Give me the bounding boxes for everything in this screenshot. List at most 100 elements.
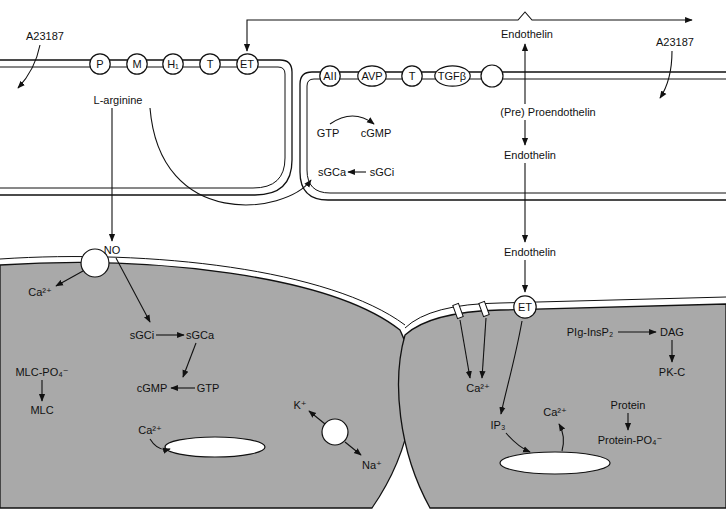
pathway-arrows xyxy=(18,12,692,455)
label-text: GTP xyxy=(317,127,340,140)
receptor-circle: H₁ xyxy=(162,53,184,75)
label-text: (Pre) Proendothelin xyxy=(500,106,595,119)
illustration-path xyxy=(309,411,325,424)
illustration-path xyxy=(171,387,195,388)
receptor-outline-shape xyxy=(90,54,110,74)
receptor-outline-shape xyxy=(236,54,257,74)
illustration-path xyxy=(18,45,40,88)
illustration-path xyxy=(247,12,692,51)
illustration-path xyxy=(56,271,83,286)
label-text: K⁺ xyxy=(293,399,306,412)
label-text: Ca²⁺ xyxy=(28,286,52,299)
cell-membrane xyxy=(307,79,726,193)
endothelial-cell xyxy=(0,60,292,195)
label-text: Ca²⁺ xyxy=(466,382,490,395)
label-text: NO xyxy=(104,244,121,257)
label-text: A23187 xyxy=(26,30,64,43)
cell-membrane xyxy=(405,297,726,328)
illustration-path xyxy=(482,318,486,378)
sarcoplasmic-reticulum xyxy=(500,452,610,474)
label-text: sGCi xyxy=(370,166,394,179)
illustration-path xyxy=(345,442,361,455)
receptor-label: T xyxy=(207,58,214,70)
label-text: PK-C xyxy=(659,366,685,379)
calcium-channel xyxy=(453,303,463,318)
illustration-path xyxy=(150,108,311,205)
receptor-circle: P xyxy=(89,53,111,75)
receptor-label: ET xyxy=(518,301,532,313)
receptor-label: TGFβ xyxy=(438,70,466,82)
receptor-outline-shape xyxy=(200,54,220,74)
label-text: Na⁺ xyxy=(362,459,382,472)
receptor-circle: ET xyxy=(236,53,259,75)
receptor-circle: AVP xyxy=(357,65,387,87)
label-text: Ca²⁺ xyxy=(543,406,567,419)
receptor-circle: AII xyxy=(319,65,341,87)
label-text: sGCa xyxy=(318,166,346,179)
receptor-label: AII xyxy=(323,70,336,82)
empty-receptor xyxy=(481,65,503,87)
illustration-path xyxy=(559,424,563,451)
illustration-path xyxy=(524,120,525,145)
illustration-path xyxy=(111,108,112,241)
label-text: Endothelin xyxy=(504,149,556,162)
label-text: GTP xyxy=(197,382,220,395)
label-text: sGCi xyxy=(130,329,154,342)
illustration-path xyxy=(460,320,470,378)
ion-pump xyxy=(322,419,348,445)
receptor-outline-shape xyxy=(402,66,422,86)
illustration-path xyxy=(524,163,525,242)
label-text: IP₃ xyxy=(491,419,506,432)
label-text: PIg-InsP₂ xyxy=(567,326,613,339)
smooth-muscle-cell xyxy=(399,304,726,508)
receptor-circle: T xyxy=(199,53,221,75)
label-text: Ca²⁺ xyxy=(138,424,162,437)
illustration-path xyxy=(330,116,374,124)
illustration-path xyxy=(156,334,184,335)
illustration-path xyxy=(183,343,196,377)
illustration-path xyxy=(660,51,672,98)
illustration-path xyxy=(41,380,42,401)
receptor-circle: TGFβ xyxy=(434,65,471,87)
label-text: Protein-PO₄⁻ xyxy=(598,434,663,447)
illustration-path xyxy=(627,413,628,430)
illustration-path xyxy=(150,439,170,450)
receptor-label: H₁ xyxy=(167,58,179,70)
label-text: cGMP xyxy=(361,127,392,140)
illustration-path xyxy=(524,44,525,104)
endothelial-cell xyxy=(300,72,726,200)
illustration-path xyxy=(501,321,522,414)
label-text: MLC-PO₄⁻ xyxy=(15,366,68,379)
label-text: DAG xyxy=(660,326,684,339)
receptor-outline-shape xyxy=(514,296,536,318)
receptor-outline-shape xyxy=(163,54,183,74)
receptor-outline-shape xyxy=(127,54,147,74)
receptor-outline-shape xyxy=(434,66,469,86)
receptor-label: P xyxy=(96,58,103,70)
illustration-path xyxy=(348,171,366,172)
receptor-label: AVP xyxy=(361,70,382,82)
label-text: Protein xyxy=(611,399,646,412)
illustration-path xyxy=(618,331,656,332)
label-text: A23187 xyxy=(656,36,694,49)
receptor-circle: T xyxy=(401,65,423,87)
receptor-label: M xyxy=(132,58,141,70)
illustration-path xyxy=(116,258,150,322)
label-text: MLC xyxy=(30,404,53,417)
receptor-outline-shape xyxy=(320,66,340,86)
receptor-label: T xyxy=(409,70,416,82)
label-text: L-arginine xyxy=(94,94,143,107)
smooth-muscle-cell xyxy=(0,263,413,508)
calcium-channel xyxy=(479,301,489,316)
cell-membrane xyxy=(0,67,285,188)
label-text: Endothelin xyxy=(504,246,556,259)
receptor-circle: M xyxy=(126,53,148,75)
receptor-circle: ET xyxy=(513,295,537,319)
label-text: cGMP xyxy=(137,382,168,395)
receptor-label: ET xyxy=(240,58,254,70)
illustration-path xyxy=(671,340,672,362)
label-text: Endothelin xyxy=(501,28,553,41)
illustration-path xyxy=(524,260,525,292)
sarcoplasmic-reticulum xyxy=(165,437,265,457)
label-text: sGCa xyxy=(186,329,214,342)
